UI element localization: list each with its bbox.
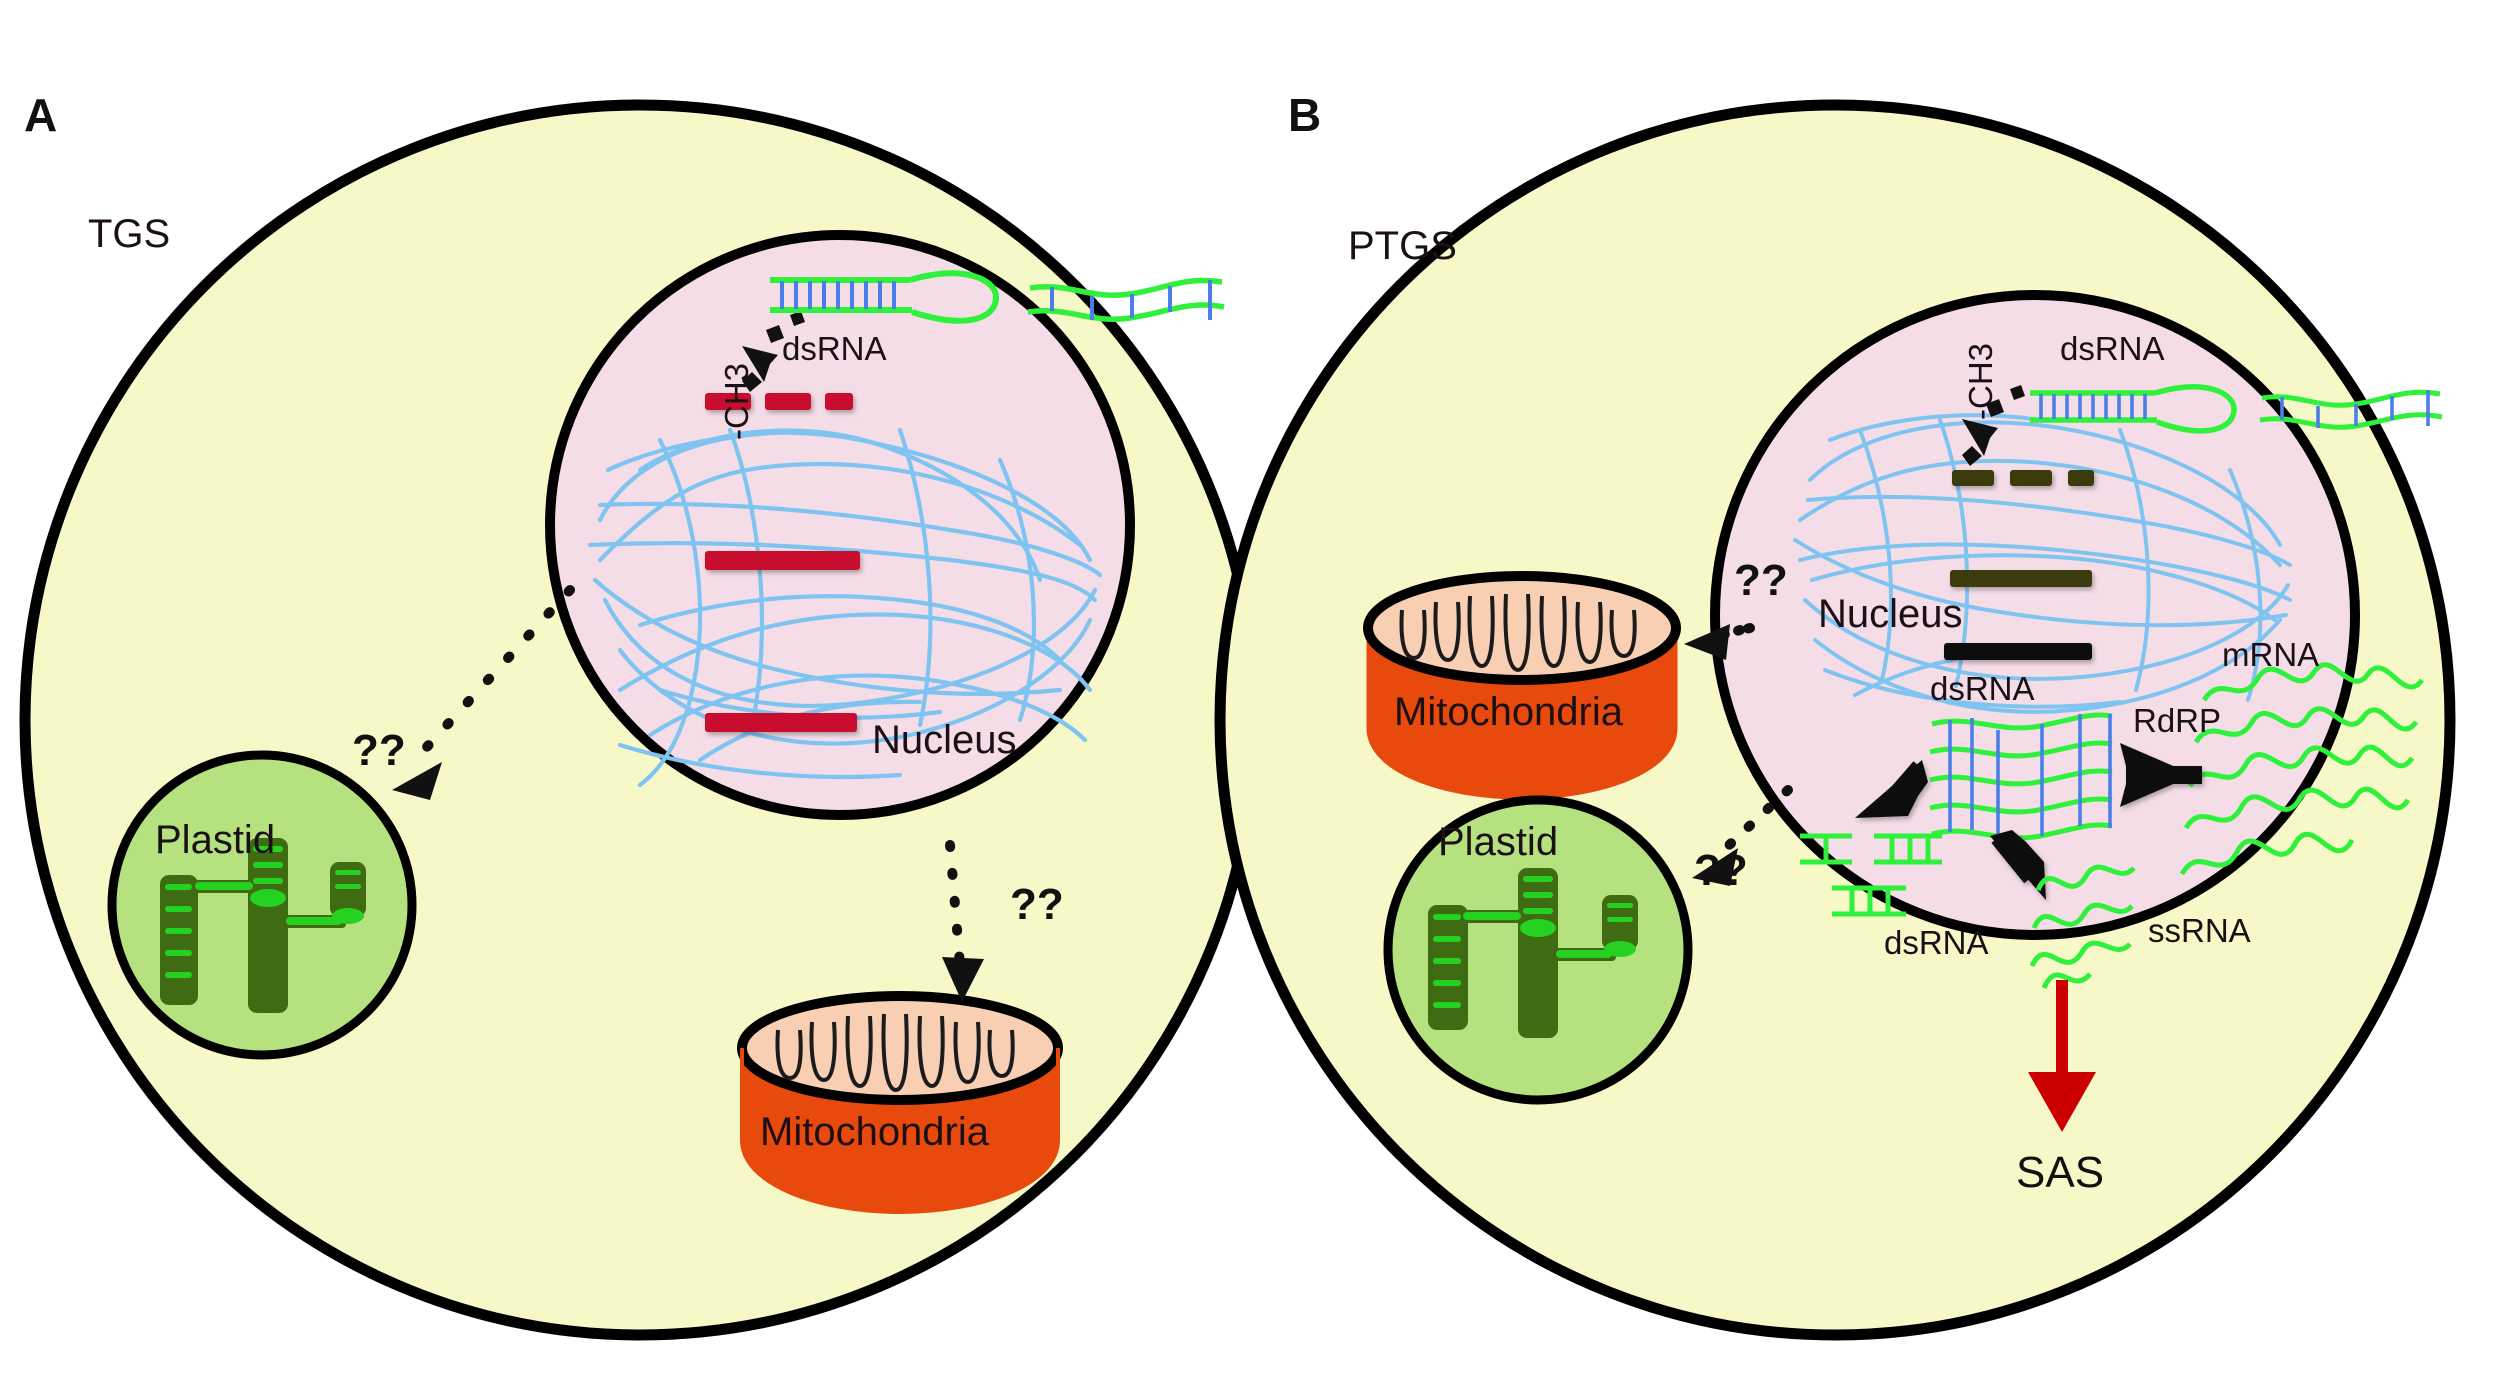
gene-segment-methylated-a [705, 393, 853, 410]
sas-label: SAS [2016, 1148, 2105, 1197]
gene-segment-b-3 [1944, 643, 2092, 660]
rdrp-label-b: RdRP [2133, 702, 2222, 739]
query-label-mitochondria-a: ?? [1010, 880, 1064, 929]
nucleus-label-b: Nucleus [1818, 592, 1963, 636]
gene-segment-a-2 [705, 551, 860, 570]
nucleus-label-a: Nucleus [872, 718, 1017, 762]
methyl-label-b: -CH3 [1962, 342, 1999, 420]
dsrna-hairpin-a [770, 270, 999, 324]
mitochondria-a [737, 991, 1063, 1215]
arrow-nucleus-to-mitochondria-b [1684, 623, 1755, 660]
dsrna-label-b-fragments: dsRNA [1884, 924, 1989, 961]
panel-b-group [1214, 99, 2456, 1341]
plastid-grana-b [1428, 868, 1638, 1038]
dsrna-grid-b [1929, 712, 2113, 842]
arrow-rdrp-b [2120, 743, 2202, 807]
dsrna-wavy-a [1027, 277, 1225, 322]
dsrna-label-b: dsRNA [2060, 330, 2165, 367]
query-label-mitochondria-b: ?? [1734, 556, 1788, 605]
gene-segment-methylated-b [1952, 470, 2094, 486]
methyl-label-a: -CH3 [718, 362, 755, 440]
gene-segment-b-2 [1950, 570, 2092, 587]
ssrna-strands-b [2029, 864, 2136, 990]
mrna-strands-b [2179, 662, 2425, 876]
mitochondria-label-a: Mitochondria [760, 1110, 990, 1154]
mitochondria-b [1363, 571, 1681, 800]
mrna-label-b: mRNA [2222, 636, 2320, 673]
mechanism-label-ptgs: PTGS [1348, 224, 1457, 268]
dsrna-label-b-grid: dsRNA [1930, 670, 2035, 707]
arrow-nucleus-to-plastid-b [1692, 785, 1793, 886]
dsrna-fragments-b [1800, 833, 1942, 917]
plastid-label-b: Plastid [1438, 820, 1559, 864]
panel-a-group [19, 99, 1261, 1341]
dsrna-label-a: dsRNA [782, 330, 887, 367]
arrow-dsrna-to-ssrna-b [1990, 830, 2046, 900]
arrow-nucleus-to-mitochondria-a [942, 840, 984, 1002]
arrow-to-sas-b [2028, 980, 2096, 1132]
arrow-dsrna-to-fragments-b [1855, 760, 1928, 818]
query-label-plastid-b: ?? [1694, 846, 1748, 895]
dsrna-hairpin-b [2030, 384, 2237, 434]
arrow-nucleus-to-plastid-a [392, 585, 575, 800]
query-label-plastid-a: ?? [352, 726, 406, 775]
gene-segment-a-3 [705, 713, 857, 732]
mechanism-label-tgs: TGS [88, 212, 171, 256]
panel-letter-a: A [24, 89, 58, 141]
mito-cristae-b [1399, 593, 1637, 673]
plastid-label-a: Plastid [155, 818, 276, 862]
methylation-arrow-a [742, 311, 805, 392]
panel-letter-b: B [1288, 89, 1322, 141]
dsrna-wavy-b [2259, 389, 2443, 430]
mito-cristae-a [775, 1013, 1015, 1093]
methylation-arrow-b [1962, 385, 2025, 466]
mitochondria-label-b: Mitochondria [1394, 690, 1624, 734]
chromatin-threads-b [1793, 413, 2292, 714]
plastid-grana-a [160, 838, 366, 1013]
ssrna-label-b: ssRNA [2148, 912, 2251, 949]
